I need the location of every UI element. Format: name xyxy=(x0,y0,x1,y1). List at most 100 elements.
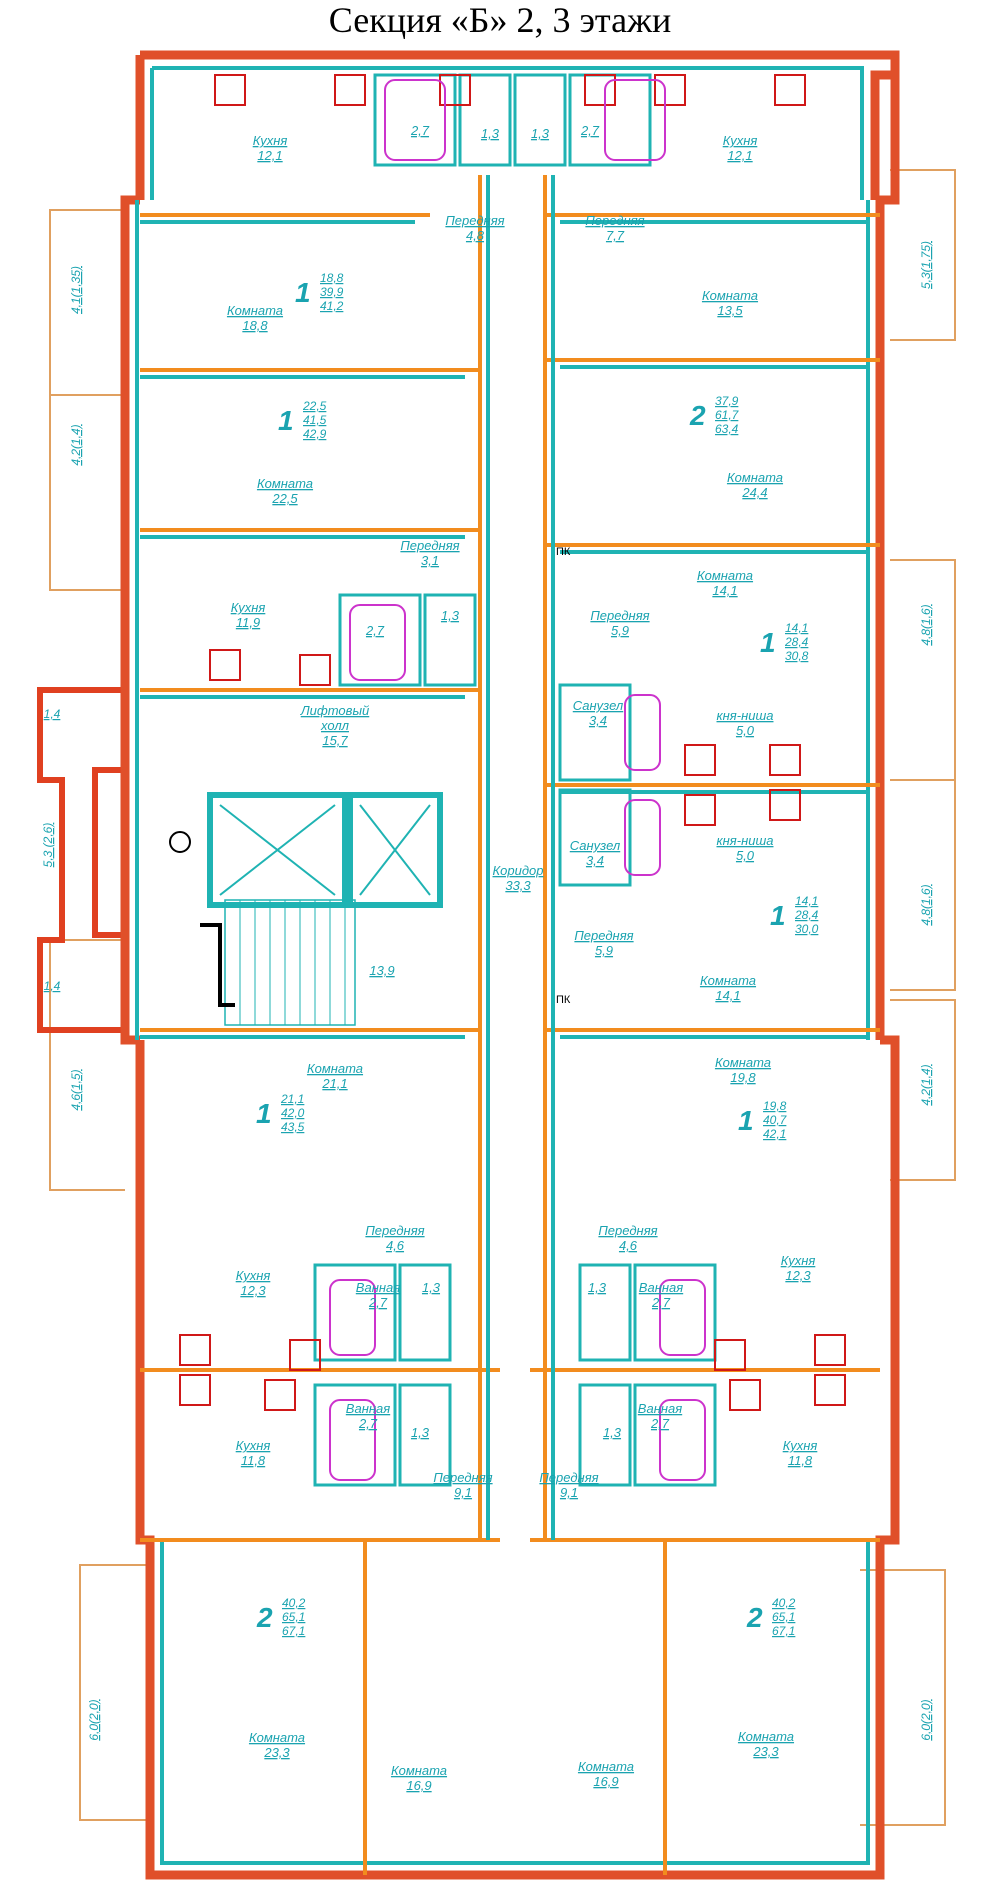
room-label-line: 5,0 xyxy=(736,723,755,738)
balcony-label-balc-r3: 4,8(1,6) xyxy=(919,884,933,925)
apartment-area-value: 19,8 xyxy=(763,1099,787,1113)
balconies xyxy=(49,169,956,1826)
room-label-line: 23,3 xyxy=(263,1745,290,1760)
room-label-line: кня-ниша xyxy=(717,833,774,848)
apartment-room-count: 1 xyxy=(770,900,786,931)
room-label-line: Кухня xyxy=(723,133,758,148)
room-label-line: 12,3 xyxy=(240,1283,266,1298)
room-label-line: Комната xyxy=(227,303,283,318)
apartment-room-count: 2 xyxy=(689,400,706,431)
room-label-line: Ванная xyxy=(356,1280,400,1295)
room-label-wc-g: 1,3 xyxy=(422,1280,441,1295)
room-label-line: Кухня xyxy=(253,133,288,148)
apartment-area-value: 42,9 xyxy=(303,427,327,441)
apartment-area-value: 28,4 xyxy=(784,635,809,649)
room-label-line: Передняя xyxy=(574,928,633,943)
room-label-line: 11,8 xyxy=(788,1453,813,1468)
apartment-area-value: 39,9 xyxy=(320,285,344,299)
shaft-marker-pk-upper: ПК xyxy=(556,546,571,558)
apartment-area-value: 41,2 xyxy=(320,299,344,313)
room-label-line: 3,4 xyxy=(589,713,607,728)
apartment-area-value: 22,5 xyxy=(302,399,327,413)
room-label-line: 11,9 xyxy=(236,615,260,630)
room-label-line: 5,9 xyxy=(595,943,613,958)
room-label-line: Комната xyxy=(702,288,758,303)
room-label-line: 3,4 xyxy=(586,853,604,868)
room-label-line: Санузел xyxy=(570,838,621,853)
room-label-line: Лифтовый xyxy=(300,703,370,718)
shaft-marker-pk-lower: ПК xyxy=(556,994,571,1006)
apartment-area-value: 14,1 xyxy=(785,621,808,635)
room-label-line: 14,1 xyxy=(712,583,737,598)
apartment-area-value: 43,5 xyxy=(281,1120,305,1134)
room-label-line: 12,1 xyxy=(257,148,282,163)
room-label-line: Кухня xyxy=(236,1438,271,1453)
room-label-line: 15,7 xyxy=(322,733,348,748)
apartment-area-value: 37,9 xyxy=(715,394,739,408)
room-label-line: Кухня xyxy=(231,600,266,615)
room-label-line: Комната xyxy=(697,568,753,583)
room-label-line: 5,9 xyxy=(611,623,629,638)
plan-title: Секция «Б» 2, 3 этажи xyxy=(328,0,672,40)
apartment-area-value: 65,1 xyxy=(282,1610,305,1624)
room-label-line: Комната xyxy=(391,1763,447,1778)
interior-walls xyxy=(140,175,880,1875)
balcony-label-balc-l2: 4,2(1,4) xyxy=(69,424,83,465)
apartment-area-value: 61,7 xyxy=(715,408,740,422)
apartment-area-value: 63,4 xyxy=(715,422,739,436)
room-label-line: 18,8 xyxy=(242,318,268,333)
room-label-line: 1,3 xyxy=(441,608,460,623)
room-label-bath-tr: 2,7 xyxy=(580,123,600,138)
room-label-line: 4,6 xyxy=(619,1238,638,1253)
room-label-line: 9,1 xyxy=(560,1485,578,1500)
apartment-area-value: 67,1 xyxy=(282,1624,305,1638)
room-label-line: 19,8 xyxy=(730,1070,756,1085)
room-label-line: 9,1 xyxy=(454,1485,472,1500)
outer-walls xyxy=(120,50,900,1880)
room-label-wc-i: 1,3 xyxy=(411,1425,430,1440)
room-label-wc-h: 1,3 xyxy=(588,1280,607,1295)
room-label-bath-c: 2,7 xyxy=(365,623,385,638)
room-label-line: Комната xyxy=(249,1730,305,1745)
room-label-line: Передняя xyxy=(598,1223,657,1238)
room-label-line: Передняя xyxy=(539,1470,598,1485)
room-label-line: Передняя xyxy=(433,1470,492,1485)
room-label-line: 4,8 xyxy=(466,228,485,243)
room-label-line: 1,3 xyxy=(481,126,500,141)
apartment-room-count: 2 xyxy=(256,1602,273,1633)
room-label-line: Комната xyxy=(715,1055,771,1070)
balcony-label-balc-r4: 4,2(1,4) xyxy=(919,1064,933,1105)
room-label-line: 1,3 xyxy=(603,1425,622,1440)
room-label-line: 22,5 xyxy=(271,491,298,506)
room-label-line: 33,3 xyxy=(505,878,531,893)
room-label-line: 13,5 xyxy=(717,303,743,318)
apartment-area-value: 28,4 xyxy=(794,908,819,922)
apartment-room-count: 1 xyxy=(760,627,776,658)
